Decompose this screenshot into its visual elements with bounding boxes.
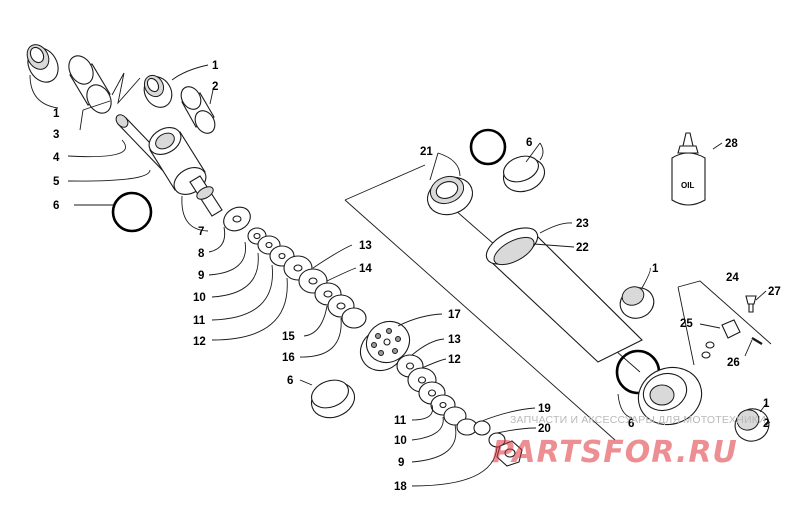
- oil-bottle-part-28: OIL: [671, 132, 706, 206]
- callout-23: 23: [576, 218, 589, 230]
- callout-1-right: 1: [652, 263, 659, 275]
- pin-part-26: [751, 336, 763, 346]
- shim-stack-lower: [396, 354, 506, 448]
- bushing-part-1-top-left: [26, 44, 59, 83]
- sleeve-part-2: [180, 86, 216, 134]
- callout-27: 27: [768, 286, 781, 298]
- shim-stack-left: [247, 227, 367, 329]
- oil-bottle-label: OIL: [681, 181, 694, 190]
- callout-22: 22: [576, 242, 589, 254]
- callout-6-left: 6: [53, 200, 59, 212]
- callout-6-lower-left: 6: [287, 375, 293, 387]
- callout-25: 25: [680, 318, 693, 330]
- callout-15: 15: [282, 331, 295, 343]
- watermark-text: ЗАПЧАСТИ И АКСЕССУАРЫ ДЛЯ МОТОТЕХНИКИ: [510, 414, 766, 426]
- threaded-rod-part-7: [189, 175, 223, 217]
- reservoir-cap-part-21: [426, 175, 474, 216]
- callout-9-lower: 9: [398, 457, 404, 469]
- callout-6-right: 6: [628, 418, 634, 430]
- callout-13-upper: 13: [359, 240, 372, 252]
- callout-7: 7: [198, 226, 204, 238]
- bushing-part-1-right: [619, 286, 655, 319]
- body-tube-part-22: [485, 227, 643, 363]
- bushing-part-3: [68, 55, 112, 114]
- zigzag-line: [111, 72, 141, 105]
- callout-2-top: 2: [212, 81, 218, 93]
- callout-16: 16: [282, 352, 295, 364]
- seal-ring-part-6-top: [502, 155, 546, 193]
- callout-20: 20: [538, 423, 551, 435]
- piston-part-16: [359, 320, 411, 372]
- callout-19: 19: [538, 403, 551, 415]
- callout-10-lower: 10: [394, 435, 407, 447]
- callout-4: 4: [53, 152, 60, 164]
- callout-28: 28: [725, 138, 738, 150]
- callout-17: 17: [448, 309, 461, 321]
- callout-14: 14: [359, 263, 372, 275]
- watermark: ЗАПЧАСТИ И АКСЕССУАРЫ ДЛЯ МОТОТЕХНИКИ PA…: [492, 414, 766, 470]
- callout-13-lower: 13: [448, 334, 461, 346]
- callout-1-top: 1: [212, 60, 219, 72]
- bushing-part-1-top-right: [143, 74, 173, 108]
- callout-8: 8: [198, 248, 205, 260]
- callout-3: 3: [53, 129, 59, 141]
- oring-part-6-left: [111, 191, 153, 233]
- callout-5: 5: [53, 176, 60, 188]
- callout-10-upper: 10: [193, 292, 206, 304]
- callout-18: 18: [394, 481, 407, 493]
- seal-ring-part-6-lower: [310, 379, 356, 419]
- screw-part-27: [745, 295, 757, 313]
- eye-housing: [637, 366, 703, 426]
- callout-numbers: 1 3 4 5 6 1 2 7 8 9 10 11 12 13 14 15 16…: [53, 60, 781, 493]
- shim-washer-part-8: [223, 206, 251, 232]
- bushing-part-1-bottom-right: [734, 408, 770, 442]
- callout-26: 26: [727, 357, 740, 369]
- callout-1-bottom-right: 1: [763, 398, 770, 410]
- callout-12-upper: 12: [193, 336, 206, 348]
- callout-6-top: 6: [526, 137, 532, 149]
- callout-1-top-left: 1: [53, 108, 60, 120]
- callout-11-upper: 11: [193, 315, 206, 327]
- watermark-logo: PARTSFOR.RU: [492, 435, 738, 470]
- callout-11-lower: 11: [394, 415, 407, 427]
- callout-24: 24: [726, 272, 739, 284]
- callout-9-upper: 9: [198, 270, 204, 282]
- leader-lines: [29, 64, 771, 487]
- oring-part-6-top: [469, 128, 507, 166]
- callout-12-lower: 12: [448, 354, 461, 366]
- callout-21: 21: [420, 146, 433, 158]
- callout-2-bottom-right: 2: [763, 418, 769, 430]
- valve-assembly-part-24: [677, 280, 772, 366]
- nut-part-18: [496, 440, 523, 467]
